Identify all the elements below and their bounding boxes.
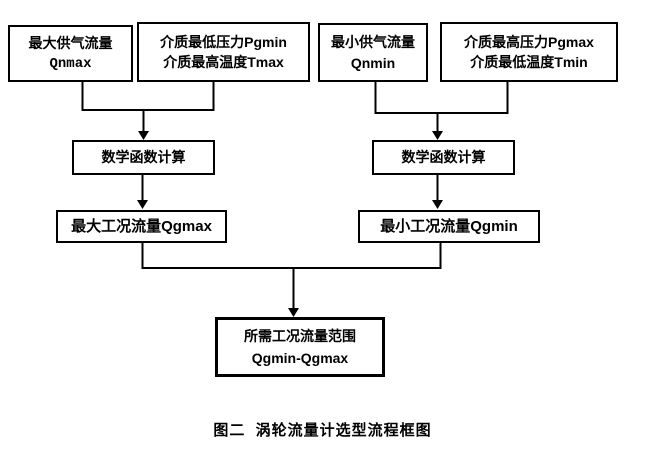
node-min-pressure-max-temp: 介质最低压力Pgmin 介质最高温度Tmax bbox=[137, 22, 310, 82]
connector-right-merge bbox=[374, 82, 509, 140]
node-label: 介质最高压力Pgmax bbox=[464, 33, 594, 50]
node-min-supply-flow: 最小供气流量 Qnmin bbox=[318, 23, 428, 82]
connector-calc-left-to-qgmax bbox=[137, 175, 148, 209]
node-symbol: Qnmax bbox=[49, 55, 92, 72]
node-max-supply-flow: 最大供气流量 Qnmax bbox=[8, 25, 133, 82]
node-label: 介质最高温度Tmax bbox=[163, 54, 284, 70]
node-label: 介质最低压力Pgmin bbox=[160, 33, 287, 50]
node-label: 最小工况流量Qgmin bbox=[380, 217, 518, 235]
node-label: 最大供气流量 bbox=[28, 35, 113, 52]
node-max-pressure-min-temp: 介质最高压力Pgmax 介质最低温度Tmin bbox=[440, 22, 618, 82]
node-label: 介质最低温度Tmin bbox=[470, 54, 588, 70]
connector-calc-right-to-qgmin bbox=[432, 175, 443, 209]
node-label: 数学函数计算 bbox=[101, 149, 186, 166]
node-required-flow-range: 所需工况流量范围 Qgmin-Qgmax bbox=[215, 317, 385, 377]
node-label: 最大工况流量Qgmax bbox=[71, 217, 212, 235]
node-math-calc-right: 数学函数计算 bbox=[372, 140, 515, 175]
node-max-working-flow: 最大工况流量Qgmax bbox=[56, 210, 227, 243]
node-label: 最小供气流量 bbox=[331, 34, 415, 51]
connector-left-merge bbox=[81, 82, 215, 140]
figure-caption: 图二 涡轮流量计选型流程框图 bbox=[213, 422, 432, 439]
node-min-working-flow: 最小工况流量Qgmin bbox=[358, 210, 540, 243]
node-label: 数学函数计算 bbox=[401, 149, 486, 166]
node-math-calc-left: 数学函数计算 bbox=[72, 140, 215, 175]
connector-bottom-merge bbox=[141, 243, 442, 317]
node-symbol: Qgmin-Qgmax bbox=[251, 350, 349, 366]
node-symbol: Qnmin bbox=[350, 54, 396, 71]
node-label: 所需工况流量范围 bbox=[244, 327, 356, 344]
